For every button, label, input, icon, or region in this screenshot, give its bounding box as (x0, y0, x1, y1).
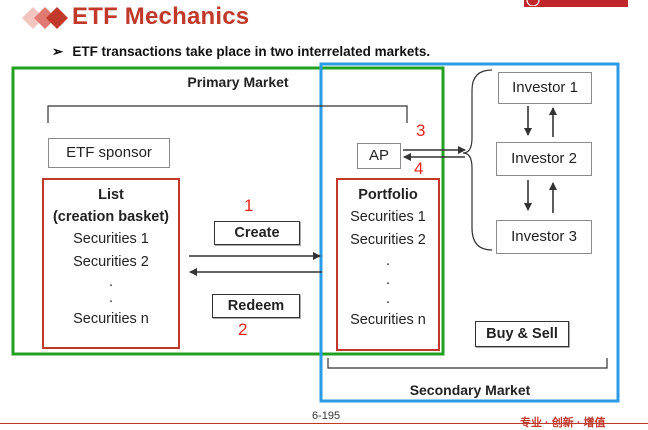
page-title: ETF Mechanics (72, 3, 250, 30)
portfolio-item: . (385, 291, 391, 307)
primary-market-border (11, 66, 445, 356)
list-box: List (creation basket) Securities 1 Secu… (42, 178, 180, 349)
investor-1-box: Investor 1 (498, 72, 592, 104)
footer-slogan: 专业 · 创新 · 增值 (520, 417, 606, 429)
header-accent-bar (524, 0, 628, 7)
portfolio-item: Securities n (350, 312, 426, 328)
list-item: . (108, 274, 114, 290)
investor-3-box: Investor 3 (496, 220, 592, 254)
buy-sell-label: Buy & Sell (475, 321, 569, 347)
portfolio-box: Portfolio Securities 1 Securities 2 . . … (336, 178, 440, 351)
ap-box: AP (357, 143, 401, 169)
page-number: 6-195 (312, 410, 341, 422)
step-number-3: 3 (416, 121, 426, 140)
portfolio-title: Portfolio (358, 187, 418, 203)
etf-sponsor-box: ETF sponsor (48, 138, 170, 168)
portfolio-item: . (385, 272, 391, 288)
investor-2-box: Investor 2 (496, 142, 592, 176)
redeem-label: Redeem (212, 294, 300, 318)
primary-market-bracket (47, 105, 408, 123)
step-number-4: 4 (414, 159, 424, 178)
secondary-market-border (319, 62, 620, 403)
secondary-market-bracket (327, 358, 608, 369)
primary-market-label: Primary Market (187, 74, 289, 90)
portfolio-item: Securities 2 (350, 232, 426, 248)
logo-diamonds-icon (22, 7, 68, 29)
portfolio-item: Securities 1 (350, 209, 426, 225)
list-item: . (108, 290, 114, 306)
create-label: Create (214, 221, 300, 245)
portfolio-item: . (385, 253, 391, 269)
list-title: List (98, 187, 124, 203)
footer-rule (0, 423, 648, 424)
bullet-arrow-icon: ➢ (52, 44, 64, 59)
subtitle: ➢ ETF transactions take place in two inte… (52, 44, 430, 60)
subtitle-text: ETF transactions take place in two inter… (72, 44, 431, 59)
list-item: Securities 1 (73, 231, 149, 247)
list-item: Securities n (73, 311, 149, 327)
investors-brace (462, 69, 493, 251)
list-subtitle: (creation basket) (52, 209, 170, 225)
step-number-2: 2 (238, 320, 248, 339)
step-number-1: 1 (244, 196, 254, 215)
list-item: Securities 2 (73, 254, 149, 270)
secondary-market-label: Secondary Market (409, 382, 531, 398)
emblem-icon (526, 0, 540, 6)
